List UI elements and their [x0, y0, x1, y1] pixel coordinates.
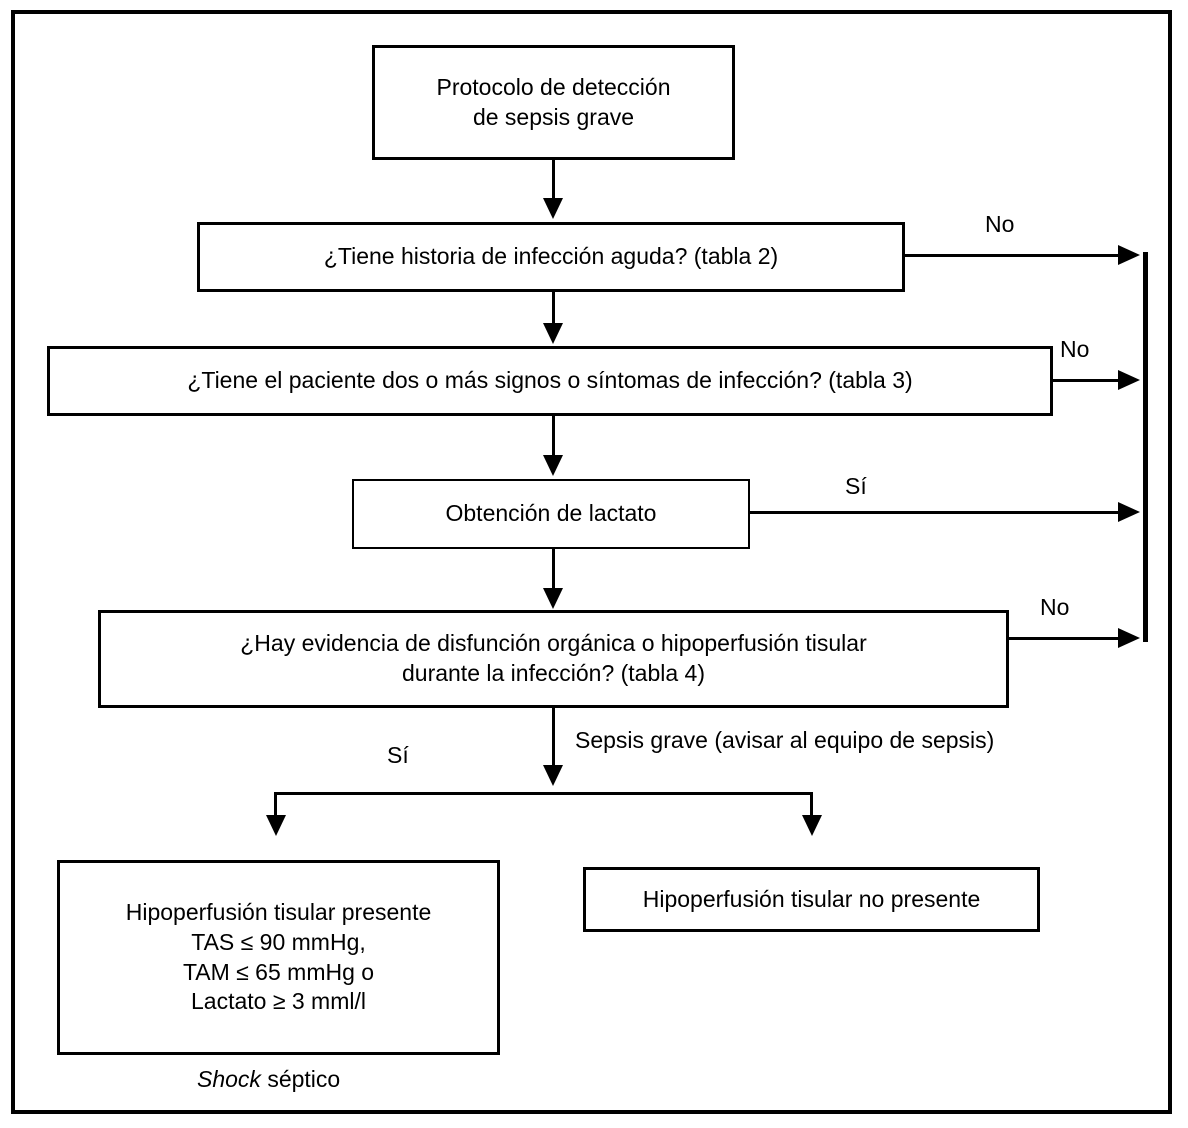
- connector-q1-no: [905, 254, 1120, 257]
- node-start-protocol[interactable]: Protocolo de detección de sepsis grave: [372, 45, 735, 160]
- node-start-protocol-line1: Protocolo de detección: [436, 73, 671, 100]
- arrowhead-lactate-to-q3: [543, 588, 563, 609]
- node-q3-organ-dysfunction-text: ¿Hay evidencia de disfunción orgánica o …: [109, 629, 998, 689]
- connector-q3-no: [1006, 637, 1120, 640]
- connector-split-right-drop: [810, 792, 813, 818]
- edge-label-q3-yes: Sí: [387, 742, 409, 768]
- node-q2-signs-symptoms[interactable]: ¿Tiene el paciente dos o más signos o sí…: [47, 346, 1053, 416]
- node-outcome-present-line4: Lactato ≥ 3 mml/l: [191, 988, 366, 1015]
- edge-label-q3-no: No: [1040, 594, 1070, 620]
- node-outcome-hypoperfusion-absent-text: Hipoperfusión tisular no presente: [642, 885, 981, 912]
- arrowhead-q2-to-lactate: [543, 455, 563, 476]
- arrowhead-q3-no: [1118, 628, 1140, 648]
- connector-q2-no: [1053, 379, 1120, 382]
- node-outcome-hypoperfusion-present-text: Hipoperfusión tisular presente TAS ≤ 90 …: [68, 898, 489, 1018]
- arrowhead-q1-no: [1118, 245, 1140, 265]
- node-outcome-present-line3: TAM ≤ 65 mmHg o: [182, 958, 375, 985]
- node-q3-organ-dysfunction[interactable]: ¿Hay evidencia de disfunción orgánica o …: [98, 610, 1009, 708]
- node-outcome-hypoperfusion-present[interactable]: Hipoperfusión tisular presente TAS ≤ 90 …: [57, 860, 500, 1055]
- edge-label-sepsis-note: Sepsis grave (avisar al equipo de sepsis…: [575, 727, 995, 753]
- connector-split-bar: [274, 792, 813, 795]
- arrowhead-lactate-yes: [1118, 502, 1140, 522]
- node-q1-infection-history-text: ¿Tiene historia de infección aguda? (tab…: [323, 243, 779, 270]
- connector-q3-no-riser: [1006, 637, 1009, 662]
- node-start-protocol-line2: de sepsis grave: [472, 103, 635, 130]
- node-outcome-present-line1: Hipoperfusión tisular presente: [125, 898, 432, 925]
- label-septic-shock-rest: séptico: [260, 1066, 341, 1092]
- arrowhead-start-to-q1: [543, 198, 563, 219]
- node-q3-organ-dysfunction-line1: ¿Hay evidencia de disfunción orgánica o …: [240, 630, 867, 657]
- connector-q3-to-split: [552, 708, 555, 767]
- node-obtain-lactate[interactable]: Obtención de lactato: [352, 479, 750, 549]
- arrowhead-split-right: [802, 815, 822, 836]
- connector-lactate-yes: [750, 511, 1120, 514]
- arrowhead-q3-to-split: [543, 765, 563, 786]
- arrowhead-q1-to-q2: [543, 323, 563, 344]
- node-start-protocol-text: Protocolo de detección de sepsis grave: [383, 73, 724, 133]
- connector-start-to-q1: [552, 160, 555, 201]
- collector-bar-exit: [1143, 252, 1148, 642]
- node-q3-organ-dysfunction-line2: durante la infección? (tabla 4): [401, 660, 706, 686]
- arrowhead-split-left: [266, 815, 286, 836]
- label-septic-shock-italic: Shock: [197, 1066, 261, 1092]
- diagram-frame: [11, 10, 1172, 1114]
- node-obtain-lactate-text: Obtención de lactato: [445, 500, 657, 527]
- arrowhead-q2-no: [1118, 370, 1140, 390]
- node-outcome-present-line2: TAS ≤ 90 mmHg,: [191, 928, 366, 955]
- edge-label-q1-no: No: [985, 211, 1015, 237]
- connector-q2-to-lactate: [552, 416, 555, 456]
- label-septic-shock: Shock séptico: [197, 1068, 340, 1091]
- connector-split-left-drop: [274, 792, 277, 818]
- edge-label-q2-no: No: [1060, 336, 1090, 362]
- edge-label-lactate-yes: Sí: [845, 473, 867, 499]
- connector-lactate-to-q3: [552, 549, 555, 590]
- node-q2-signs-symptoms-text: ¿Tiene el paciente dos o más signos o sí…: [187, 367, 913, 394]
- connector-q1-to-q2: [552, 292, 555, 328]
- node-outcome-hypoperfusion-absent[interactable]: Hipoperfusión tisular no presente: [583, 867, 1040, 932]
- node-q1-infection-history[interactable]: ¿Tiene historia de infección aguda? (tab…: [197, 222, 905, 292]
